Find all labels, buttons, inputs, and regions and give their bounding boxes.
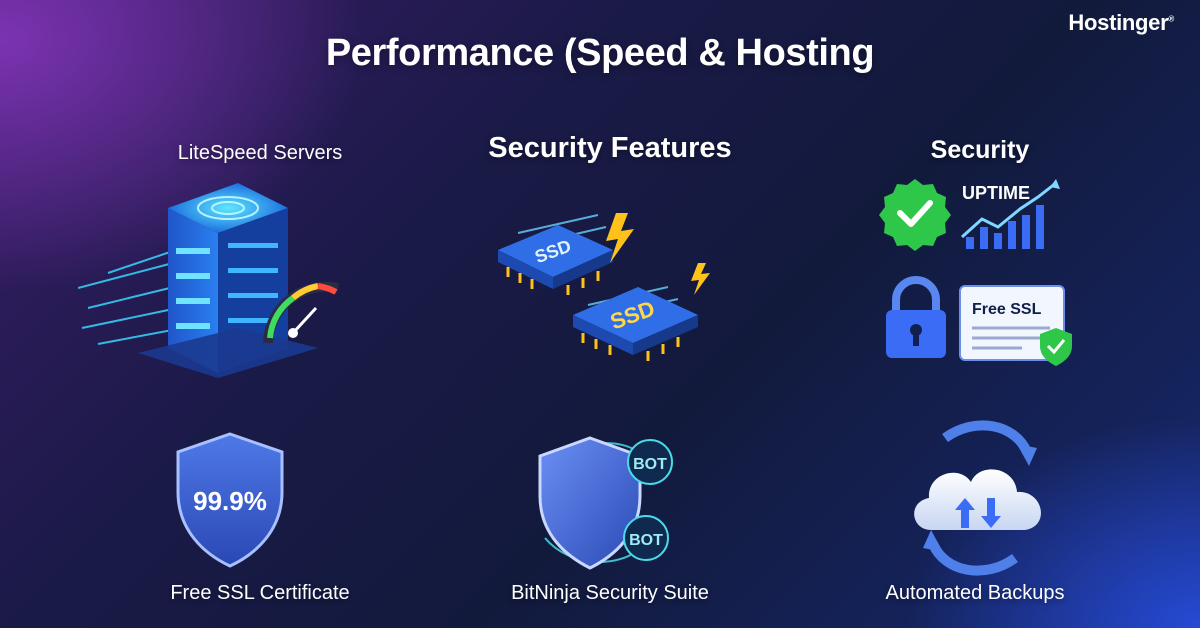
uptime-chart-icon — [960, 179, 1060, 249]
automated-backups-label: Automated Backups — [885, 582, 1065, 604]
security-features-label: Security Features — [488, 132, 732, 164]
bot-icon: BOT — [627, 439, 673, 485]
free-ssl-certificate-label: Free SSL Certificate — [170, 582, 350, 604]
server-rack-icon — [78, 183, 340, 378]
security-label: Security — [930, 136, 1030, 164]
bot-label-2: BOT — [629, 532, 663, 549]
uptime-panel: UPTIME — [879, 179, 1060, 251]
padlock-icon — [886, 276, 946, 358]
uptime-label: UPTIME — [962, 183, 1030, 203]
shield-icon: 99.9% — [176, 432, 284, 568]
litespeed-label: LiteSpeed Servers — [177, 142, 343, 164]
bitninja-illustration: BOT BOT — [538, 436, 673, 570]
brand-name: Hostinger — [1068, 10, 1169, 35]
bitninja-label: BitNinja Security Suite — [511, 582, 709, 604]
page-title: Performance (Speed & Hosting — [325, 32, 875, 74]
uptime-percentage: 99.9% — [193, 486, 267, 516]
lightning-icon — [606, 213, 634, 263]
bot-label-1: BOT — [633, 456, 667, 473]
trademark-mark: ® — [1168, 14, 1174, 24]
cloud-sync-icon — [914, 420, 1041, 576]
ssd-chip-icon: SSD — [498, 225, 613, 295]
ssl-certificate-icon: Free SSL — [959, 285, 1072, 366]
ssl-panel: Free SSL — [886, 276, 1072, 366]
verified-badge-icon — [879, 179, 951, 251]
speedometer-icon — [263, 281, 340, 344]
ssd-chip-icon: SSD — [573, 287, 698, 361]
lightning-icon — [691, 263, 710, 295]
ssl-card-label: Free SSL — [972, 301, 1042, 318]
bot-icon: BOT — [623, 515, 669, 561]
ssd-illustration: SSD SSD — [498, 213, 710, 361]
shield-icon — [538, 436, 642, 570]
brand-logo: Hostinger® — [1068, 10, 1174, 36]
